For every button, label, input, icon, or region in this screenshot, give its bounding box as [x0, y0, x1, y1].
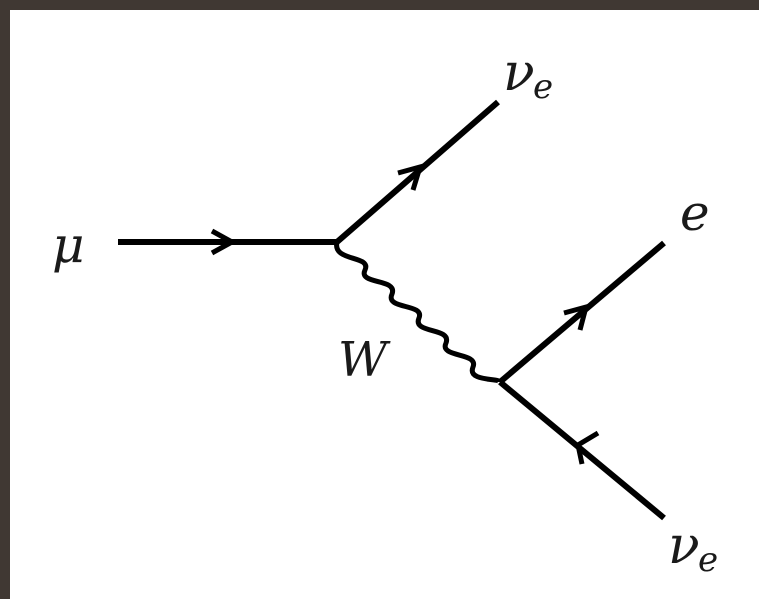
- muon-arrow: [210, 228, 238, 256]
- electron-antineutrino-arrow: [575, 430, 600, 465]
- muon-label: μ: [52, 216, 85, 274]
- electron-antineutrino-line: [498, 379, 666, 521]
- diagram-panel: [10, 10, 759, 599]
- w-boson-line: [334, 241, 503, 385]
- electron-label: e: [680, 184, 710, 242]
- svg-text:ν: ν: [668, 516, 700, 576]
- svg-text:ν: ν: [503, 43, 535, 103]
- svg-text:e: e: [533, 67, 553, 107]
- top-neutrino-label: ν e: [503, 43, 553, 107]
- w-boson-label: W: [338, 332, 391, 388]
- svg-text:e: e: [698, 540, 718, 580]
- bottom-neutrino-label: ν e: [668, 516, 718, 580]
- muon-neutrino-arrow: [397, 163, 424, 191]
- electron-arrow: [563, 303, 590, 331]
